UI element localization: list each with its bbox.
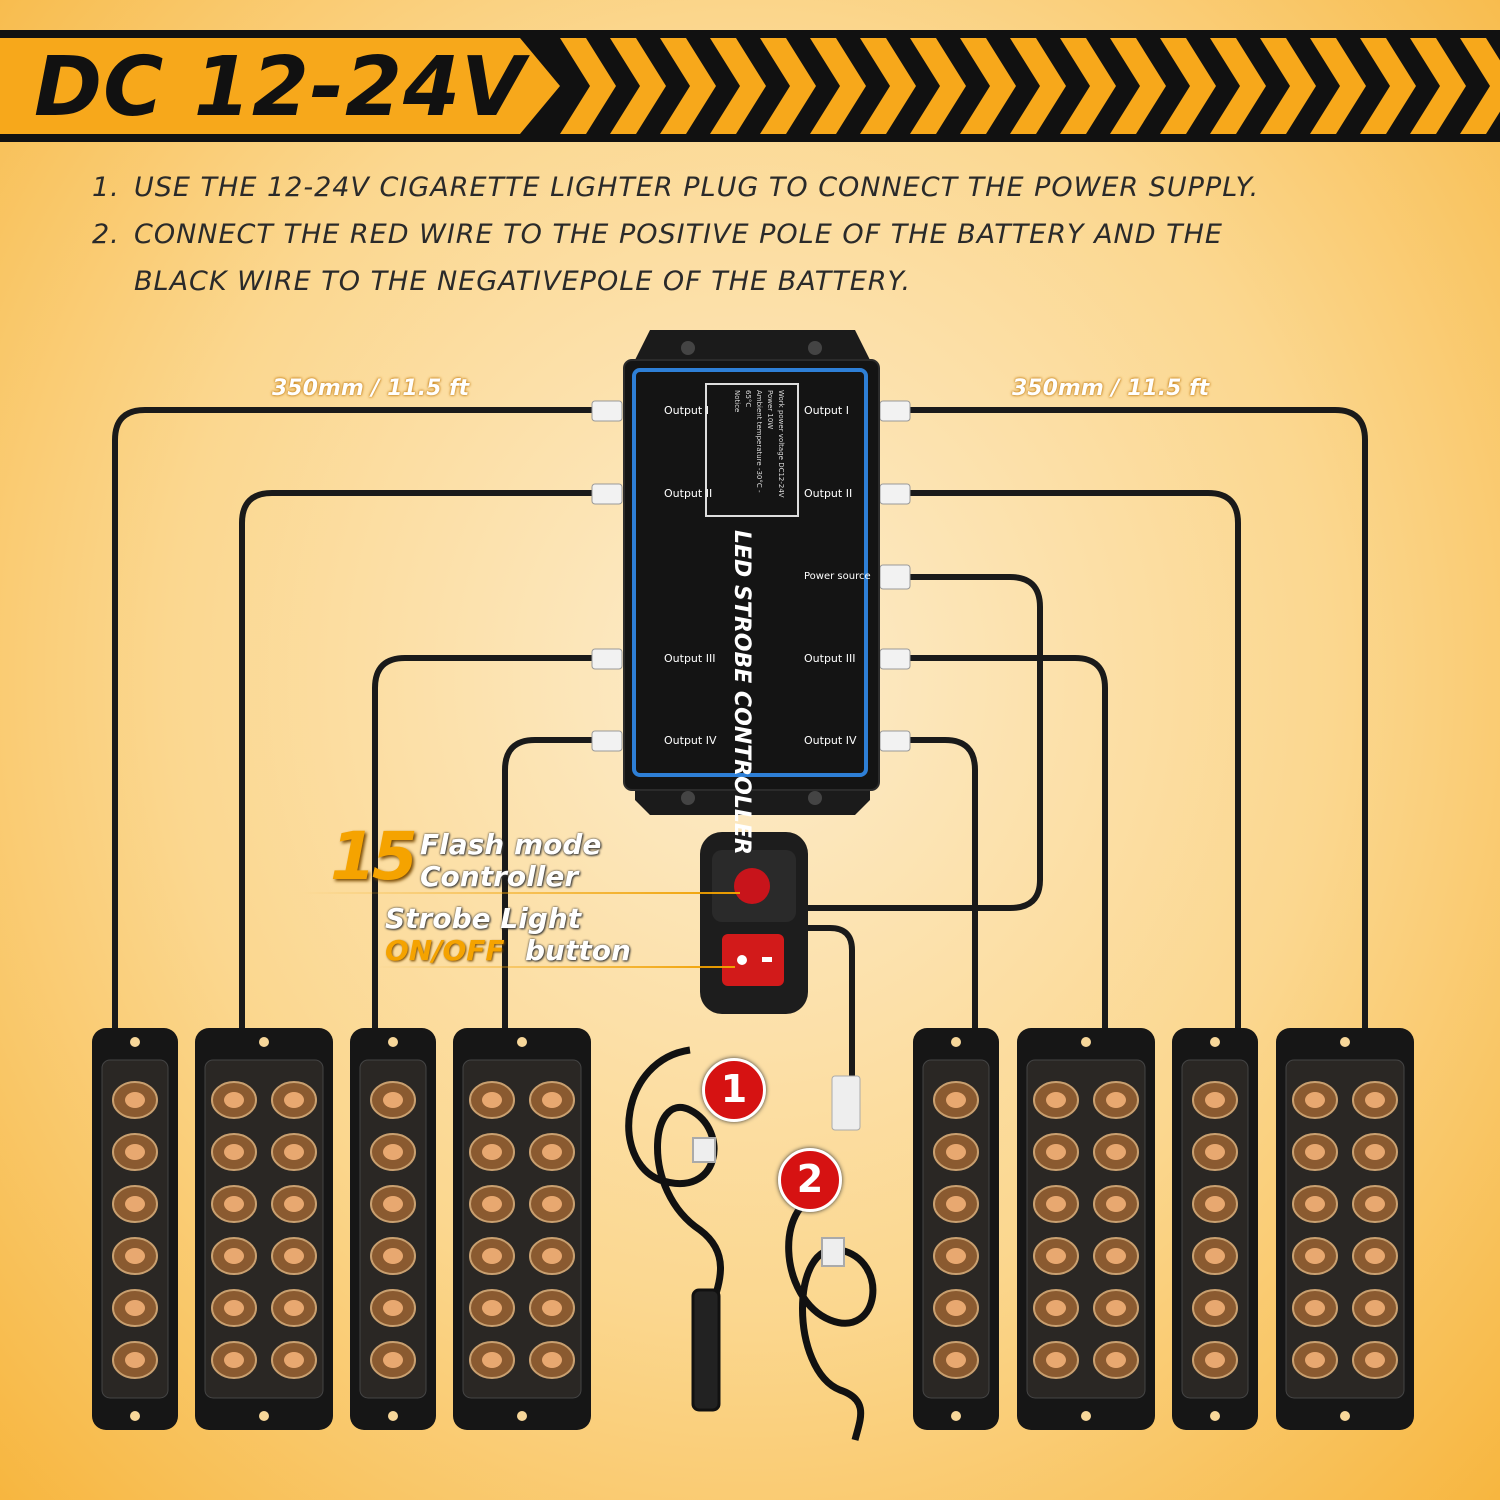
chevron-arrow-icon [1460, 38, 1500, 134]
led-light-bar-icon [453, 1028, 591, 1430]
wire-power-source [802, 574, 1043, 911]
instruction-2: 2. CONNECT THE RED WIRE TO THE POSITIVE P… [92, 219, 1223, 250]
strobe-controller-box [623, 330, 880, 815]
chevron-arrow-icon [910, 38, 966, 134]
controller-title: LED STROBE CONTROLLER [729, 530, 754, 855]
led-light-bar-icon [1017, 1028, 1155, 1430]
led-light-bar-icon [1276, 1028, 1414, 1430]
chevron-arrow-icon [1160, 38, 1216, 134]
wire-right-1 [902, 407, 1368, 1038]
callout-line-strobe [375, 966, 735, 968]
chevron-arrow-icon [1410, 38, 1466, 134]
cigarette-plug-icon [625, 1046, 724, 1412]
flash-mode-count: 15 [330, 818, 418, 895]
output-right-1: Output I [804, 404, 849, 417]
spec-voltage: Work power voltage DC12-24V [777, 390, 785, 498]
wire-left-2 [239, 490, 603, 1038]
wire-left-4 [502, 737, 603, 1038]
chevron-arrow-icon [610, 38, 666, 134]
chevron-arrow-icon [1060, 38, 1116, 134]
instruction-number: 2. [92, 219, 120, 250]
chevron-arrow-icon [560, 38, 616, 134]
instruction-1: 1. USE THE 12-24V CIGARETTE LIGHTER PLUG … [92, 172, 1259, 203]
chevron-arrow-icon [760, 38, 816, 134]
callout-line-flash [300, 892, 740, 894]
controller-spec-box: Work power voltage DC12-24V Power 10W Am… [731, 390, 786, 510]
chevron-arrow-icon [560, 38, 1500, 134]
output-left-2: Output II [664, 487, 713, 500]
power-source-label: Power source [804, 571, 871, 582]
rocker-switch-icon[interactable] [700, 832, 808, 1014]
spec-notice: Notice [733, 390, 741, 413]
output-right-2: Output II [804, 487, 853, 500]
output-right-4: Output IV [804, 734, 857, 747]
output-left-4: Output IV [664, 734, 717, 747]
marker-2: 2 [778, 1148, 842, 1212]
output-left-3: Output III [664, 652, 716, 665]
led-light-bar-icon [195, 1028, 333, 1430]
chevron-arrow-icon [660, 38, 716, 134]
instruction-number: 1. [92, 172, 120, 203]
cable-length-left: 350mm / 11.5 ft [272, 376, 470, 401]
button-label: button [525, 934, 631, 967]
page-title: DC 12-24V [34, 40, 526, 135]
instruction-text: USE THE 12-24V CIGARETTE LIGHTER PLUG TO… [134, 172, 1260, 203]
led-light-bars [92, 1028, 1414, 1430]
chevron-arrow-icon [1210, 38, 1266, 134]
title-banner [0, 30, 1500, 142]
output-right-3: Output III [804, 652, 856, 665]
chevron-arrow-icon [810, 38, 866, 134]
wire-right-2 [902, 490, 1241, 1038]
instruction-text: BLACK WIRE TO THE NEGATIVEPOLE OF THE BA… [134, 266, 912, 297]
instruction-2-cont: BLACK WIRE TO THE NEGATIVEPOLE OF THE BA… [92, 266, 911, 297]
strobe-light-label: Strobe Light [385, 902, 582, 935]
led-light-bar-icon [92, 1028, 178, 1430]
chevron-arrow-icon [710, 38, 766, 134]
battery-clip-icon [831, 1075, 861, 1131]
chevron-arrow-icon [1260, 38, 1316, 134]
wire-right-3 [902, 655, 1108, 1038]
wire-left-3 [372, 655, 603, 1038]
wire-switch-out [802, 925, 855, 1081]
spec-power: Power 10W [766, 390, 774, 430]
led-light-bar-icon [350, 1028, 436, 1430]
flash-mode-label: Flash mode [420, 828, 602, 861]
wire-right-4 [902, 737, 978, 1038]
led-light-bar-icon [1172, 1028, 1258, 1430]
chevron-arrow-icon [1110, 38, 1166, 134]
controller-label: Controller [420, 860, 579, 893]
chevron-arrow-icon [860, 38, 916, 134]
led-light-bar-icon [913, 1028, 999, 1430]
cable-length-right: 350mm / 11.5 ft [1012, 376, 1210, 401]
spec-temperature: Ambient temperature -30°C - 65°C [744, 390, 763, 493]
wire-left-1 [112, 407, 603, 1038]
chevron-arrow-icon [960, 38, 1016, 134]
battery-wire-icon [785, 1186, 877, 1441]
chevron-arrow-icon [1310, 38, 1366, 134]
on-off-label: ON/OFF [385, 934, 505, 967]
chevron-arrow-icon [1010, 38, 1066, 134]
marker-1: 1 [702, 1058, 766, 1122]
chevron-arrow-icon [1360, 38, 1416, 134]
instruction-text: CONNECT THE RED WIRE TO THE POSITIVE POL… [134, 219, 1223, 250]
output-left-1: Output I [664, 404, 709, 417]
